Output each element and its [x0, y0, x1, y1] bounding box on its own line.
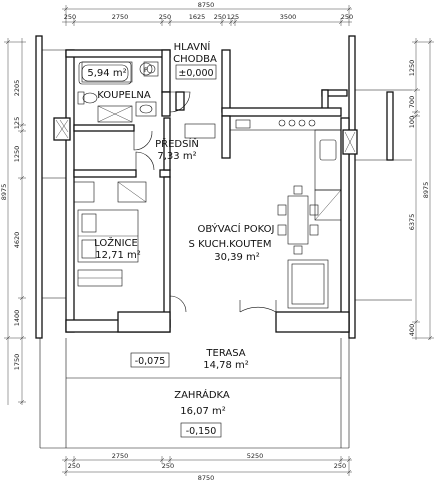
terrace-level: -0,075 [135, 356, 166, 367]
terrace-label: TERASA [205, 348, 245, 359]
dim-left-part: 4620 [13, 232, 21, 249]
bathroom-label: KOUPELNA [97, 90, 151, 101]
living-sofa [287, 259, 329, 309]
dim-top-part: 250 [159, 13, 171, 21]
neighbour-walls [35, 35, 412, 339]
washing-machine-icon: P [144, 66, 148, 74]
dim-left-part: 1400 [13, 310, 21, 327]
bedroom-furniture [73, 181, 147, 287]
bedroom-area: 12,71 m² [95, 250, 141, 261]
entry-fixtures [135, 91, 216, 171]
right-dimension-chain: 1250 700 100 6375 400 8975 [408, 38, 434, 341]
dim-right-part: 400 [408, 324, 416, 336]
kitchen-counter [229, 115, 342, 221]
terrace-garden-area [39, 338, 350, 449]
dim-top-part: 125 [227, 13, 239, 21]
hallway-label-2: CHODBA [173, 54, 217, 65]
room-labels: 5,94 m² P KOUPELNA HLAVNÍ CHODBA ±0,000 … [81, 40, 275, 438]
dim-right-total: 8975 [422, 182, 430, 199]
top-dimension-chain: 8750 250 2750 250 1625 250 125 3500 250 [62, 1, 353, 26]
dim-top-part: 250 [64, 13, 76, 21]
terrace-level-box [130, 352, 170, 368]
left-dimension-chain: 8975 2205 125 1250 4620 1400 1750 [0, 38, 26, 405]
dim-bottom-part: 250 [68, 462, 80, 470]
dim-left-total: 8975 [0, 184, 8, 201]
dim-top-part: 1625 [189, 13, 206, 21]
dining-table [277, 185, 319, 255]
entry-label: PŘEDSÍŇ [155, 137, 199, 150]
dim-top-part: 250 [341, 13, 353, 21]
installation-shafts [53, 91, 358, 155]
dim-bottom-part: 250 [334, 462, 346, 470]
bathroom-fixtures [77, 61, 159, 151]
dim-top-part: 3500 [280, 13, 297, 21]
bedroom-label: LOŽNICE [94, 236, 138, 249]
terrace-door [169, 295, 277, 313]
dim-bottom-part: 250 [162, 462, 174, 470]
dim-right-part: 700 [408, 96, 416, 108]
garden-level-box [180, 422, 222, 438]
living-label-2: S KUCH.KOUTEM [189, 239, 272, 250]
dim-left-part: 125 [13, 117, 21, 129]
dim-top-part: 2750 [112, 13, 129, 21]
garden-label: ZAHRÁDKA [174, 388, 230, 401]
dim-bottom-part: 5250 [247, 452, 264, 460]
entry-area: 7,33 m² [157, 151, 196, 162]
dim-top-total: 8750 [198, 1, 215, 9]
bathroom-area: 5,94 m² [87, 68, 126, 79]
dim-left-bottom: 1750 [13, 354, 21, 371]
hallway-level: ±0,000 [178, 68, 213, 79]
dim-bottom-part: 2750 [112, 452, 129, 460]
living-label-1: OBÝVACÍ POKOJ [197, 222, 274, 235]
bottom-dimension-chain: 250 2750 250 5250 250 8750 [62, 452, 352, 480]
bathroom-area-box [81, 61, 133, 83]
hallway-label-1: HLAVNÍ [174, 40, 211, 53]
living-area: 30,39 m² [214, 252, 260, 263]
garden-area: 16,07 m² [180, 406, 226, 417]
hallway-level-box [175, 64, 217, 80]
dim-left-part: 2205 [13, 80, 21, 97]
dim-top-part: 250 [214, 13, 226, 21]
apartment-walls [65, 49, 350, 333]
dim-right-part: 100 [408, 116, 416, 128]
dim-right-part: 1250 [408, 60, 416, 77]
garden-level: -0,150 [186, 426, 217, 437]
dim-bottom-total: 8750 [198, 474, 215, 480]
dim-right-part: 6375 [408, 214, 416, 231]
terrace-area: 14,78 m² [203, 360, 249, 371]
dim-left-part: 1250 [13, 146, 21, 163]
